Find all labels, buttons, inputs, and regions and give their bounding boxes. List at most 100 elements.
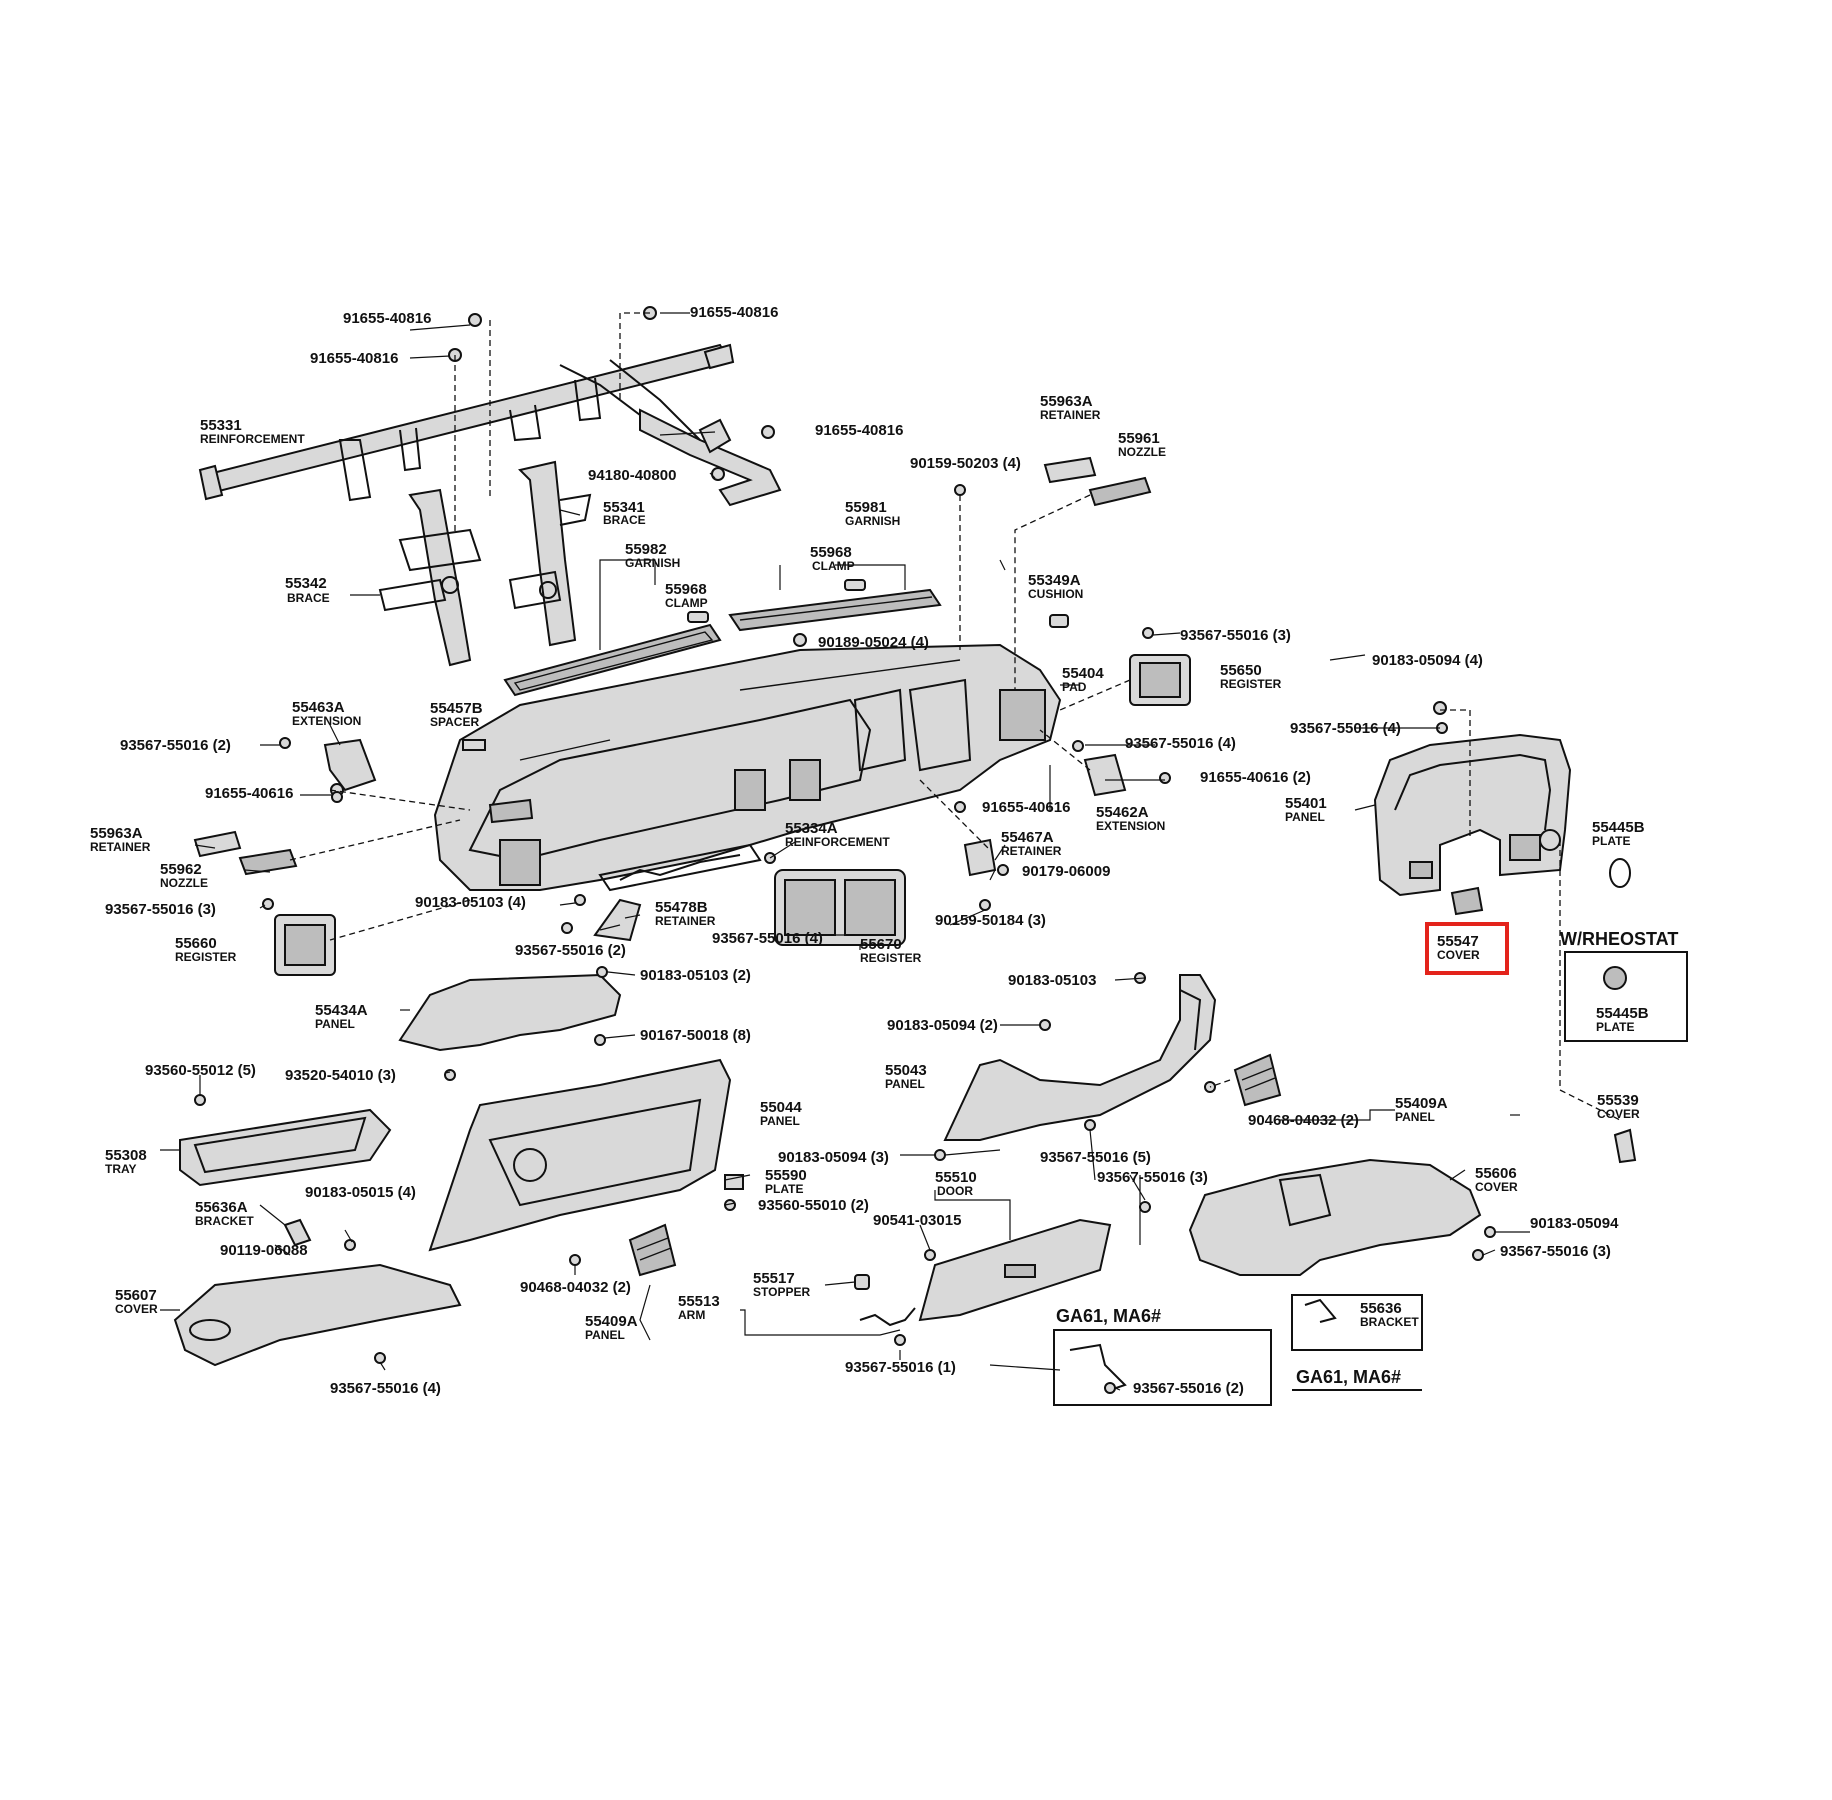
part-number-label: 93567-55016 (2) bbox=[1133, 1380, 1244, 1397]
part-number-label: 90183-05103 bbox=[1008, 972, 1096, 989]
part-number-label: 55401 bbox=[1285, 795, 1327, 812]
part-number-label: 55478B bbox=[655, 899, 708, 916]
part-name-label: RETAINER bbox=[655, 914, 716, 928]
part-name-label: GARNISH bbox=[625, 556, 680, 570]
cover-55606-illustration bbox=[1188, 1158, 1482, 1276]
part-number-label: 90183-05094 (3) bbox=[778, 1149, 889, 1166]
panel-55044-illustration bbox=[428, 1058, 732, 1252]
part-number-label: 55409A bbox=[585, 1313, 638, 1330]
part-name-label: BRACKET bbox=[195, 1214, 254, 1228]
part-name-label: REINFORCEMENT bbox=[200, 432, 305, 446]
door-55510-illustration bbox=[918, 1218, 1112, 1322]
retainer-55963A-illustration bbox=[1043, 456, 1097, 484]
part-number-label: 55513 bbox=[678, 1293, 720, 1310]
part-number-label: 55404 bbox=[1062, 665, 1104, 682]
leader-lines bbox=[160, 312, 1530, 1391]
part-name-label: BRACE bbox=[287, 591, 330, 605]
part-name-label: PANEL bbox=[1395, 1110, 1435, 1124]
highlight-box bbox=[1425, 922, 1509, 975]
plate-55445B-rheostat-illustration bbox=[1603, 966, 1627, 990]
highlighted-part-number: 55547 bbox=[1437, 933, 1479, 950]
part-number-label: 90183-05103 (2) bbox=[640, 967, 751, 984]
part-number-label: 55963A bbox=[90, 825, 143, 842]
part-name-label: PANEL bbox=[885, 1077, 925, 1091]
part-number-label: 55308 bbox=[105, 1147, 147, 1164]
part-name-label: BRACKET bbox=[1360, 1315, 1419, 1329]
part-name-label: PANEL bbox=[315, 1017, 355, 1031]
bracket-55636-illustration bbox=[1304, 1298, 1337, 1323]
part-number-label: 90468-04032 (2) bbox=[1248, 1112, 1359, 1129]
part-number-label: 55660 bbox=[175, 935, 217, 952]
part-number-label: 55457B bbox=[430, 700, 483, 717]
part-number-label: 55606 bbox=[1475, 1165, 1517, 1182]
part-name-label: REINFORCEMENT bbox=[785, 835, 890, 849]
panel-55401-illustration bbox=[1373, 733, 1572, 897]
part-number-label: 55331 bbox=[200, 417, 242, 434]
cover-55547-illustration bbox=[1450, 886, 1484, 916]
panel-55409A-left-illustration bbox=[628, 1223, 677, 1277]
part-number-label: 93567-55016 (2) bbox=[515, 942, 626, 959]
part-name-label: REGISTER bbox=[1220, 677, 1282, 691]
part-number-label: 55445B bbox=[1592, 819, 1645, 836]
part-number-label: 55463A bbox=[292, 699, 345, 716]
part-number-label: 55334A bbox=[785, 820, 838, 837]
part-number-label: 91655-40816 bbox=[310, 350, 398, 367]
part-name-label: ARM bbox=[678, 1308, 705, 1322]
part-name-label: REGISTER bbox=[175, 950, 237, 964]
highlighted-part-name: COVER bbox=[1437, 948, 1480, 962]
part-number-label: 55968 bbox=[810, 544, 852, 561]
part-number-label: 91655-40616 (2) bbox=[1200, 769, 1311, 786]
part-name-label: COVER bbox=[1597, 1107, 1640, 1121]
assembly-lines bbox=[289, 312, 1621, 1121]
brace-55342-illustration bbox=[378, 488, 482, 667]
part-number-label: 55607 bbox=[115, 1287, 157, 1304]
part-number-label: 55434A bbox=[315, 1002, 368, 1019]
part-name-label: PLATE bbox=[1596, 1020, 1634, 1034]
part-number-label: 93560-55010 (2) bbox=[758, 1197, 869, 1214]
part-number-label: 90159-50203 (4) bbox=[910, 455, 1021, 472]
ga61-left-header: GA61, MA6# bbox=[1056, 1306, 1161, 1326]
part-number-label: 93567-55016 (3) bbox=[105, 901, 216, 918]
part-number-label: 55409A bbox=[1395, 1095, 1448, 1112]
stopper-55517-illustration bbox=[854, 1274, 870, 1290]
part-number-label: 55462A bbox=[1096, 804, 1149, 821]
part-name-label: NOZZLE bbox=[160, 876, 208, 890]
part-name-label: PANEL bbox=[1285, 810, 1325, 824]
part-number-label: 55517 bbox=[753, 1270, 795, 1287]
rheostat-box bbox=[1564, 951, 1688, 1042]
part-number-label: 90468-04032 (2) bbox=[520, 1279, 631, 1296]
register-55670-illustration bbox=[774, 869, 906, 946]
plate-55445B-illustration bbox=[1609, 858, 1631, 888]
ga61-right-box bbox=[1291, 1294, 1423, 1351]
part-number-label: 93560-55012 (5) bbox=[145, 1062, 256, 1079]
tray-55308-illustration bbox=[179, 1108, 392, 1187]
part-number-label: 90189-05024 (4) bbox=[818, 634, 929, 651]
extension-55463A-illustration bbox=[323, 738, 377, 797]
register-55660-illustration bbox=[274, 914, 336, 976]
part-number-label: 55590 bbox=[765, 1167, 807, 1184]
part-number-label: 55962 bbox=[160, 861, 202, 878]
part-number-label: 55963A bbox=[1040, 393, 1093, 410]
part-number-label: 91655-40616 bbox=[982, 799, 1070, 816]
part-number-label: 55961 bbox=[1118, 430, 1160, 447]
panel-55434A-illustration bbox=[398, 973, 622, 1052]
part-number-label: 91655-40616 bbox=[205, 785, 293, 802]
nozzle-55962-illustration bbox=[238, 848, 298, 876]
part-name-label: RETAINER bbox=[90, 840, 151, 854]
part-number-label: 55670 bbox=[860, 936, 902, 953]
part-number-label: 93567-55016 (4) bbox=[712, 930, 823, 947]
part-name-label: BRACE bbox=[603, 513, 646, 527]
pad-55404-illustration bbox=[433, 643, 1062, 891]
part-name-label: DOOR bbox=[937, 1184, 973, 1198]
part-name-label: GARNISH bbox=[845, 514, 900, 528]
part-number-label: 55445B bbox=[1596, 1005, 1649, 1022]
part-name-label: PLATE bbox=[765, 1182, 803, 1196]
part-number-label: 90541-03015 bbox=[873, 1212, 961, 1229]
part-number-label: 55636 bbox=[1360, 1300, 1402, 1317]
part-number-label: 55981 bbox=[845, 499, 887, 516]
panel-55409A-right-illustration bbox=[1233, 1053, 1282, 1107]
retainer-55467A-illustration bbox=[963, 838, 997, 877]
part-name-label: TRAY bbox=[105, 1162, 137, 1176]
cover-55607-illustration bbox=[173, 1263, 462, 1367]
